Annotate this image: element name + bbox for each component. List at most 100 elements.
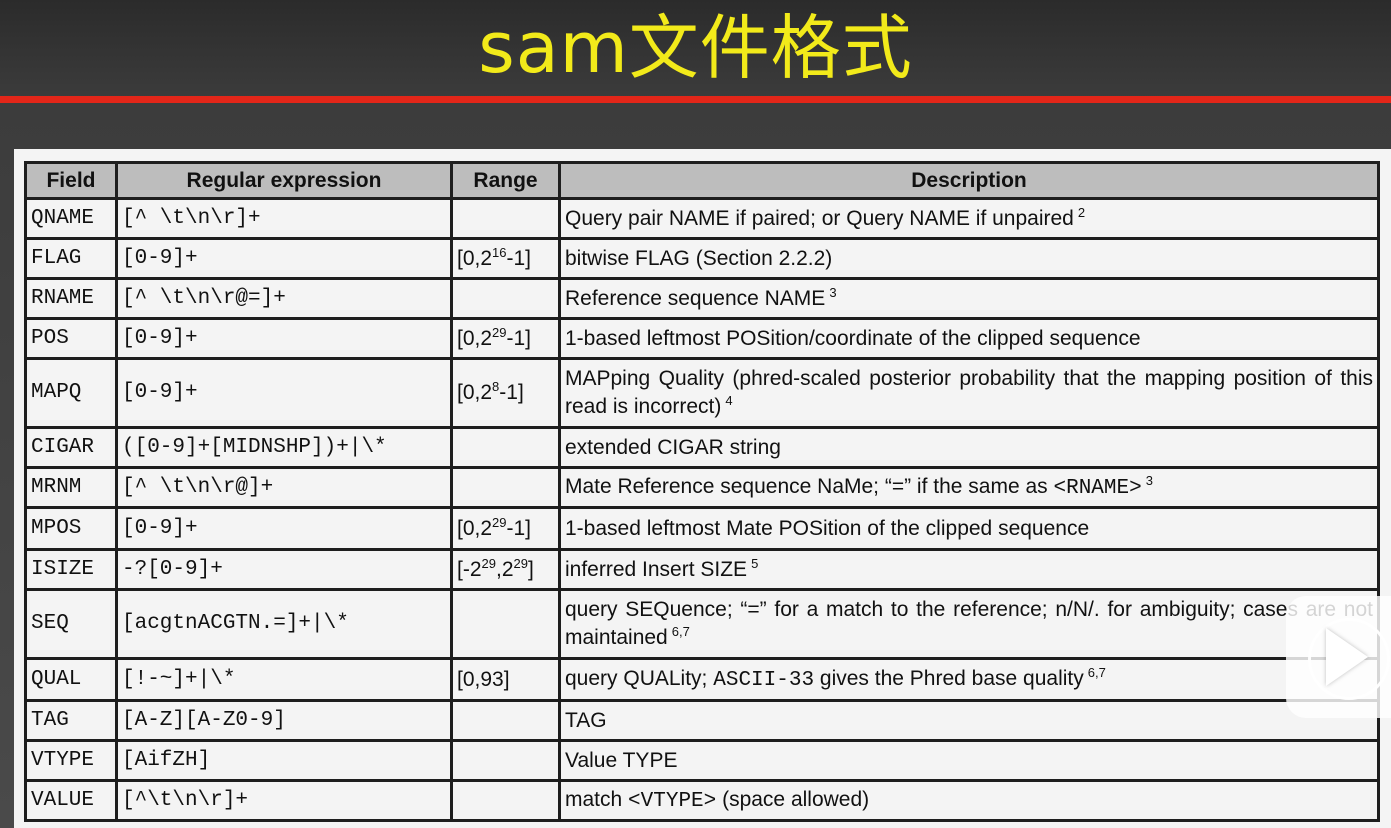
range-cell — [450, 466, 561, 509]
range-exponent: 29 — [492, 324, 507, 340]
regex-cell: [0-9]+ — [115, 317, 453, 360]
description-text: 1-based leftmost POSition/coordinate of … — [565, 326, 1141, 350]
regex-cell: [0-9]+ — [115, 506, 453, 551]
description-code: <RNAME> — [1053, 476, 1142, 500]
range-base: [0,2 — [457, 246, 493, 270]
description-text: query QUALity; — [565, 666, 714, 690]
description-text: TAG — [565, 708, 607, 732]
range-cell — [450, 277, 561, 320]
range-tail: -1] — [506, 516, 532, 540]
description-text: MAPping Quality (phred-scaled posterior … — [565, 367, 1373, 418]
table-row: POS[0-9]+[0,229-1]1-based leftmost POSit… — [24, 317, 1380, 360]
range-cell — [450, 779, 561, 822]
description-text: bitwise FLAG (Section 2.2.2) — [565, 246, 833, 270]
table-row: QUAL[!-~]+|\*[0,93]query QUALity; ASCII-… — [24, 657, 1380, 702]
footnote-marker: 5 — [751, 555, 759, 571]
field-cell: QUAL — [24, 657, 118, 702]
range-cell — [450, 426, 561, 469]
table-row: RNAME[^ \t\n\r@=]+Reference sequence NAM… — [24, 277, 1380, 320]
regex-cell: [^ \t\n\r@]+ — [115, 466, 453, 509]
range-base: [0,2 — [457, 516, 493, 540]
description-cell: Value TYPE — [558, 739, 1380, 782]
play-ring — [1308, 618, 1390, 700]
regex-cell: [AifZH] — [115, 739, 453, 782]
range-cell: [0,216-1] — [450, 237, 561, 280]
footnote-marker: 2 — [1077, 204, 1086, 220]
table-row: TAG[A-Z][A-Z0-9]TAG — [24, 699, 1380, 742]
range-base: [-2 — [457, 557, 482, 581]
description-text: Query pair NAME if paired; or Query NAME… — [565, 206, 1074, 230]
description-cell: extended CIGAR string — [558, 426, 1380, 469]
field-cell: VTYPE — [24, 739, 118, 782]
footnote-marker: 6,7 — [671, 624, 690, 639]
description-cell: Query pair NAME if paired; or Query NAME… — [558, 197, 1380, 240]
description-text: match — [565, 787, 629, 811]
range-cell — [450, 588, 561, 660]
range-base: [0,93] — [457, 667, 510, 691]
range-base: [0,2 — [457, 326, 493, 350]
range-exponent: 29 — [492, 514, 507, 530]
description-text-after: gives the Phred base quality — [814, 666, 1084, 690]
regex-cell: [acgtnACGTN.=]+|\* — [115, 588, 453, 660]
description-text: Mate Reference sequence NaMe; “=” if the… — [565, 474, 1054, 498]
field-cell: TAG — [24, 699, 118, 742]
field-cell: CIGAR — [24, 426, 118, 469]
field-cell: SEQ — [24, 588, 118, 660]
range-tail: ,2 — [495, 557, 514, 581]
table-body: QNAME[^ \t\n\r]+Query pair NAME if paire… — [24, 197, 1380, 822]
range-cell — [450, 197, 561, 240]
description-text: query SEQuence; “=” for a match to the r… — [565, 598, 1373, 649]
field-cell: POS — [24, 317, 118, 360]
range-tail: -1] — [499, 381, 524, 404]
table-row: SEQ[acgtnACGTN.=]+|\* query SEQuence; “=”… — [24, 588, 1380, 660]
range-tail-2: ] — [527, 557, 534, 581]
footnote-marker: 3 — [829, 284, 837, 300]
range-base: [0,2 — [457, 381, 493, 404]
slide-title: sam文件格式 — [478, 7, 913, 89]
description-code: <VTYPE> — [628, 789, 717, 813]
description-code: ASCII-33 — [713, 668, 815, 692]
range-cell: [0,93] — [450, 657, 561, 702]
regex-cell: ([0-9]+[MIDNSHP])+|\* — [115, 426, 453, 469]
field-cell: MRNM — [24, 466, 118, 509]
description-cell: Mate Reference sequence NaMe; “=” if the… — [558, 466, 1380, 509]
header-range: Range — [450, 161, 561, 200]
header-field: Field — [24, 161, 118, 200]
field-cell: MPOS — [24, 506, 118, 551]
sam-fields-table: Field Regular expression Range Descripti… — [24, 161, 1380, 822]
table-row: MRNM[^ \t\n\r@]+ Mate Reference sequence … — [24, 466, 1380, 509]
regex-cell: [A-Z][A-Z0-9] — [115, 699, 453, 742]
field-cell: VALUE — [24, 779, 118, 822]
description-cell: TAG — [558, 699, 1380, 742]
description-text-after: (space allowed) — [716, 787, 870, 811]
regex-cell: [^ \t\n\r@=]+ — [115, 277, 453, 320]
regex-cell: -?[0-9]+ — [115, 548, 453, 591]
range-cell — [450, 739, 561, 782]
range-exponent: 8 — [492, 379, 500, 394]
field-cell: ISIZE — [24, 548, 118, 591]
footnote-marker: 3 — [1145, 472, 1153, 488]
description-text: extended CIGAR string — [565, 435, 781, 459]
header-regex: Regular expression — [115, 161, 453, 200]
table-row: VALUE[^\t\n\r]+ match <VTYPE> (space allo… — [24, 779, 1380, 822]
regex-cell: [0-9]+ — [115, 357, 453, 429]
description-cell: bitwise FLAG (Section 2.2.2) — [558, 237, 1380, 280]
description-text: inferred Insert SIZE — [565, 557, 748, 581]
video-play-button[interactable] — [1286, 596, 1391, 718]
table-header-row: Field Regular expression Range Descripti… — [24, 161, 1380, 200]
description-text: Value TYPE — [565, 748, 678, 772]
table-row: VTYPE[AifZH] Value TYPE — [24, 739, 1380, 782]
range-cell: [0,229-1] — [450, 317, 561, 360]
range-cell: [0,229-1] — [450, 506, 561, 551]
range-tail: -1] — [506, 246, 532, 270]
footnote-marker: 4 — [725, 393, 733, 408]
range-exponent: 16 — [492, 244, 507, 260]
header-description: Description — [558, 161, 1380, 200]
table-row: CIGAR([0-9]+[MIDNSHP])+|\* extended CIGAR… — [24, 426, 1380, 469]
title-divider — [0, 96, 1391, 103]
description-text: 1-based leftmost Mate POSition of the cl… — [565, 516, 1090, 540]
regex-cell: [^\t\n\r]+ — [115, 779, 453, 822]
field-cell: QNAME — [24, 197, 118, 240]
description-cell: 1-based leftmost POSition/coordinate of … — [558, 317, 1380, 360]
